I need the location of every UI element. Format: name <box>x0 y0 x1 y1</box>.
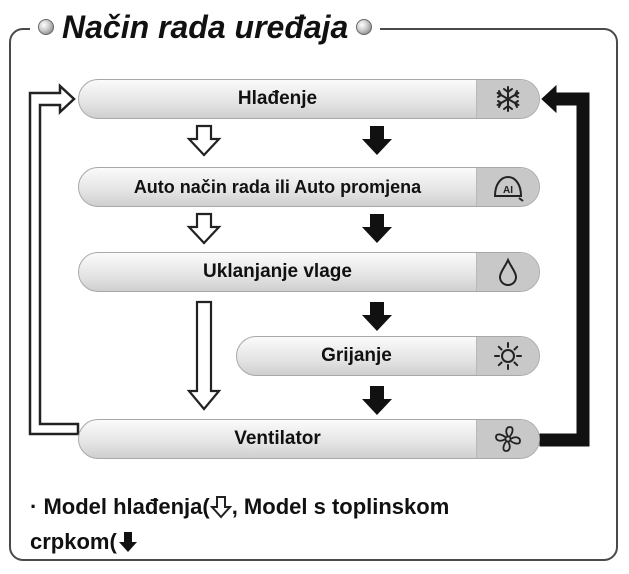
mode-dehumidify-label: Uklanjanje vlage <box>203 261 352 282</box>
outline-arrow-down-2 <box>186 212 222 245</box>
water-drop-icon <box>476 253 539 291</box>
mode-cooling: Hlađenje <box>78 79 540 119</box>
legend-bullet: · <box>30 494 38 519</box>
left-loop-arrow <box>28 83 80 436</box>
mode-heating-label: Grijanje <box>321 345 392 366</box>
mode-auto-label: Auto način rada ili Auto promjena <box>133 176 422 197</box>
solid-arrow-down-4 <box>362 386 392 415</box>
title-left-dot <box>38 19 54 35</box>
solid-arrow-down-1 <box>362 126 392 155</box>
legend-cooling-text: Model hlađenja( <box>43 494 210 519</box>
snowflake-icon <box>476 80 539 118</box>
mode-fan-label: Ventilator <box>234 428 321 449</box>
auto-ai-icon: AI <box>476 168 539 206</box>
title-bar: Način rada uređaja <box>30 6 381 48</box>
legend-crpkom-text: crpkom( <box>30 529 117 554</box>
outline-arrow-down-long <box>186 300 222 411</box>
solid-arrow-legend-icon <box>117 530 139 562</box>
outline-arrow-down-1 <box>186 124 222 157</box>
svg-text:AI: AI <box>503 185 513 196</box>
right-loop-arrow <box>539 84 590 447</box>
mode-auto: Auto način rada ili Auto promjena AI <box>78 167 540 207</box>
fan-icon <box>476 420 539 458</box>
title-right-dot <box>356 19 373 35</box>
outline-arrow-legend-icon <box>209 495 232 527</box>
solid-arrow-down-3 <box>362 302 392 331</box>
mode-heating: Grijanje <box>236 336 540 376</box>
model-legend: · Model hlađenja( , Model s toplinskom cr… <box>30 492 590 562</box>
mode-dehumidify: Uklanjanje vlage <box>78 252 540 292</box>
mode-cooling-label: Hlađenje <box>237 88 318 109</box>
legend-heatpump-text: , Model s toplinskom <box>231 494 450 519</box>
solid-arrow-down-2 <box>362 214 392 243</box>
mode-fan: Ventilator <box>78 419 540 459</box>
diagram-title: Način rada uređaja <box>62 8 349 45</box>
sun-icon <box>476 337 539 375</box>
